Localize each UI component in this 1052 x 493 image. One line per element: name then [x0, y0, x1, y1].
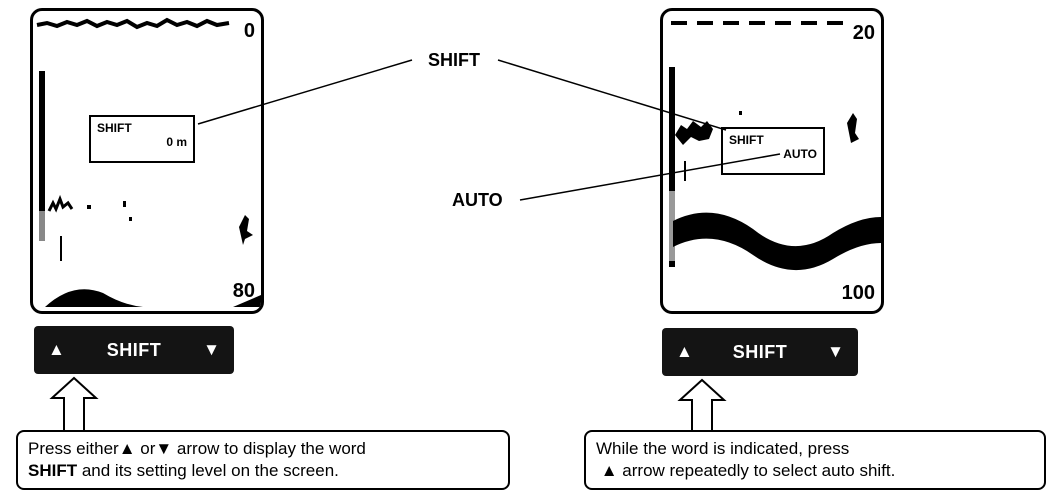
auto-label: AUTO: [452, 190, 503, 210]
shift-key-label: SHIFT: [106, 339, 162, 360]
shift-key-right[interactable]: ▲ SHIFT ▼: [662, 328, 858, 376]
callout-left-line2: SHIFT and its setting level on the scree…: [28, 460, 498, 482]
down-arrow-icon[interactable]: ▼: [203, 340, 220, 359]
callout-left-line1: Press either▲ or▼ arrow to display the w…: [28, 439, 366, 458]
callout-right-line1: While the word is indicated, press: [596, 439, 850, 458]
range-top-value: 20: [852, 22, 875, 44]
callout-right: While the word is indicated, press ▲ arr…: [584, 430, 1046, 490]
callout-right-rest: arrow repeatedly to select auto shift.: [617, 461, 896, 480]
shift-info-title: SHIFT: [97, 121, 132, 135]
hollow-arrow-left: [49, 376, 99, 433]
shift-info-value: AUTO: [783, 147, 817, 161]
down-arrow-icon[interactable]: ▼: [827, 342, 844, 361]
up-arrow-icon[interactable]: ▲: [48, 340, 65, 359]
shift-info-value: 0 m: [166, 135, 187, 149]
range-top-value: 0: [243, 20, 255, 42]
range-bottom-value: 100: [841, 282, 875, 304]
shift-auto-box: SHIFT AUTO: [721, 127, 825, 175]
callout-left-bold: SHIFT: [28, 461, 78, 480]
echo-screen-left: 0 80 SHIFT 0 m: [30, 8, 264, 314]
up-arrow-icon[interactable]: ▲: [676, 342, 693, 361]
echo-graphics-right: [669, 21, 881, 271]
callout-left: Press either▲ or▼ arrow to display the w…: [16, 430, 510, 490]
up-arrow-icon: ▲: [600, 461, 618, 480]
shift-info-title: SHIFT: [729, 133, 764, 147]
range-bottom-value: 80: [232, 280, 255, 302]
shift-key-left[interactable]: ▲ SHIFT ▼: [34, 326, 234, 374]
shift-key-label: SHIFT: [732, 341, 788, 362]
echo-screen-right: 20 100 SHIFT AUTO: [660, 8, 884, 314]
callout-left-rest: and its setting level on the screen.: [77, 461, 339, 480]
callout-right-line2: ▲ arrow repeatedly to select auto shift.: [596, 460, 1034, 482]
echo-graphics-left: [36, 17, 261, 307]
shift-info-box: SHIFT 0 m: [89, 115, 195, 163]
hollow-arrow-right: [677, 378, 727, 433]
shift-label: SHIFT: [428, 50, 480, 70]
